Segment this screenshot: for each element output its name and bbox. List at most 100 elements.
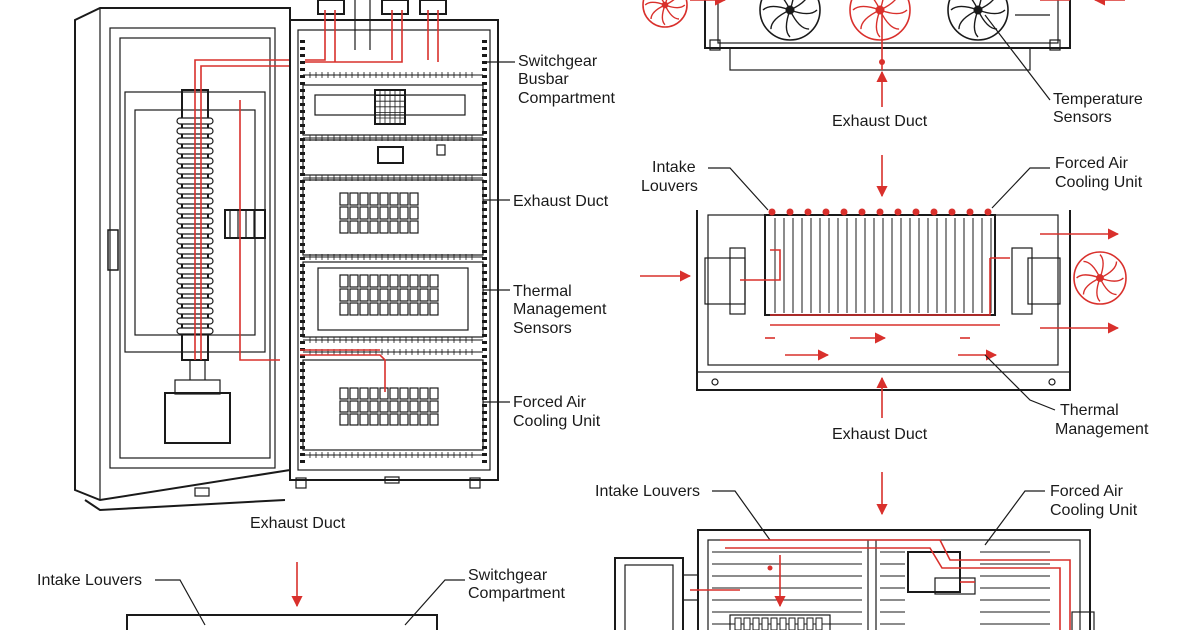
rail-hole xyxy=(482,411,487,414)
breaker xyxy=(409,413,419,426)
breaker xyxy=(379,413,389,426)
meter-compartment xyxy=(302,139,484,176)
rail-hole xyxy=(482,250,487,253)
breaker xyxy=(389,274,399,288)
rail-hole xyxy=(482,264,487,267)
rail-hole xyxy=(482,453,487,456)
rail-hole xyxy=(482,348,487,351)
breaker xyxy=(389,302,399,316)
rail-hole xyxy=(482,446,487,449)
breaker xyxy=(389,400,399,413)
slot xyxy=(779,617,787,630)
label-intake-louvers-bottom-right: Intake Louvers xyxy=(595,483,700,500)
sensor-dot xyxy=(876,208,884,216)
breaker xyxy=(429,302,439,316)
breaker xyxy=(409,302,419,316)
breaker xyxy=(429,400,439,413)
rail-hole xyxy=(482,355,487,358)
rail-hole xyxy=(482,299,487,302)
sensor-dot xyxy=(840,208,848,216)
busbar-compartment xyxy=(302,84,484,136)
breaker xyxy=(419,387,429,400)
breaker xyxy=(349,387,359,400)
rail-hole xyxy=(482,362,487,365)
rail-hole xyxy=(482,166,487,169)
breaker xyxy=(419,288,429,302)
breaker xyxy=(339,192,349,206)
rail-hole xyxy=(482,208,487,211)
rail-hole xyxy=(482,404,487,407)
breaker xyxy=(379,206,389,220)
rail-hole xyxy=(482,159,487,162)
top-terminals xyxy=(305,0,447,63)
top-right-cooling-unit xyxy=(642,0,1125,107)
label-intake-louvers-mid-right: Intake Louvers xyxy=(641,159,700,195)
breaker xyxy=(379,400,389,413)
rail-hole xyxy=(482,89,487,92)
breaker xyxy=(389,413,399,426)
rail-hole xyxy=(482,82,487,85)
fan-icon xyxy=(759,0,821,41)
breaker xyxy=(369,387,379,400)
label-switchgear-compartment: Switchgear Compartment xyxy=(468,567,565,602)
label-thermal-management-sensors: Thermal Management Sensors xyxy=(513,283,611,337)
breaker xyxy=(339,288,349,302)
breaker xyxy=(339,220,349,234)
breaker xyxy=(409,400,419,413)
cabinet-body xyxy=(289,0,499,489)
rail-hole xyxy=(482,390,487,393)
breaker xyxy=(369,220,379,234)
switchgear-cabinet xyxy=(74,0,499,512)
breaker xyxy=(409,192,419,206)
breaker xyxy=(369,274,379,288)
breaker xyxy=(399,387,409,400)
breaker xyxy=(359,387,369,400)
fan-icon xyxy=(849,0,911,41)
rail-hole xyxy=(482,285,487,288)
breaker xyxy=(359,413,369,426)
rail-hole xyxy=(482,68,487,71)
rail-hole xyxy=(482,341,487,344)
breaker xyxy=(409,274,419,288)
slot xyxy=(788,617,796,630)
rail-hole xyxy=(482,397,487,400)
rail-hole xyxy=(300,40,305,43)
rail-hole xyxy=(482,439,487,442)
sensor-dot xyxy=(948,208,956,216)
rail-hole xyxy=(482,236,487,239)
breaker xyxy=(379,220,389,234)
label-forced-air-bottom-right: Forced Air Cooling Unit xyxy=(1050,483,1138,519)
cabinet-door xyxy=(74,7,291,512)
rail-hole xyxy=(482,418,487,421)
breaker xyxy=(379,192,389,206)
rail-hole xyxy=(300,68,305,71)
sensor-dot xyxy=(822,208,830,216)
breaker xyxy=(389,220,399,234)
breaker xyxy=(429,288,439,302)
breaker xyxy=(399,302,409,316)
breaker xyxy=(369,206,379,220)
breaker xyxy=(419,413,429,426)
breaker xyxy=(359,288,369,302)
breaker xyxy=(359,192,369,206)
rail-hole xyxy=(300,47,305,50)
slot xyxy=(806,617,814,630)
rail-hole xyxy=(482,306,487,309)
breaker-compartment-1 xyxy=(302,179,484,256)
rail-hole xyxy=(482,40,487,43)
breaker xyxy=(369,288,379,302)
rail-hole xyxy=(482,334,487,337)
rail-hole xyxy=(482,292,487,295)
sensor-dot xyxy=(804,208,812,216)
breaker xyxy=(339,206,349,220)
breaker xyxy=(409,206,419,220)
rail-hole xyxy=(482,194,487,197)
breaker xyxy=(419,302,429,316)
breaker xyxy=(339,400,349,413)
rail-hole xyxy=(300,82,305,85)
cabinet-frame xyxy=(289,19,499,481)
rail-hole xyxy=(482,222,487,225)
fan-icon xyxy=(642,0,688,28)
breaker xyxy=(419,400,429,413)
busbar-wire xyxy=(194,59,290,360)
